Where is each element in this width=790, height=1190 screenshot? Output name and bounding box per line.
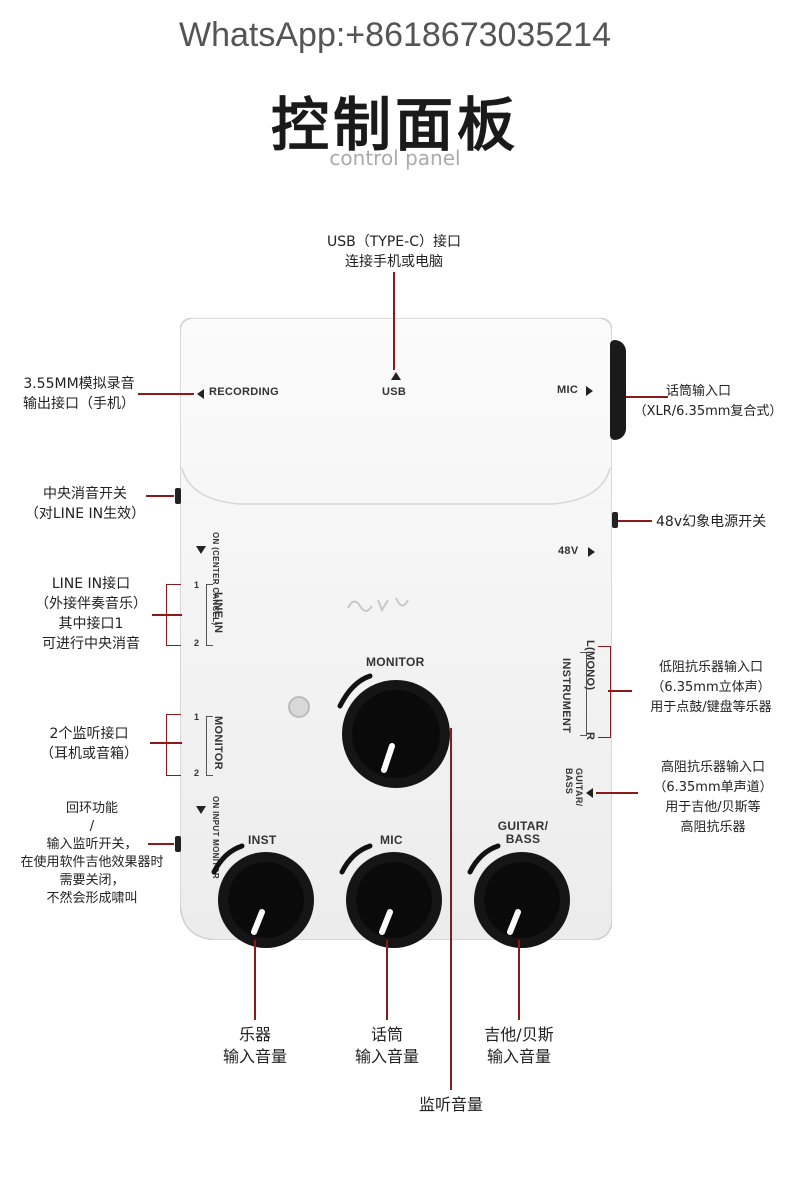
callout-monitor-vol: 监听音量 <box>418 1095 483 1114</box>
phantom-leader <box>618 520 652 522</box>
callout-hi-z: 高阻抗乐器输入口（6.35mm单声道）用于吉他/贝斯等高阻抗乐器 <box>653 760 773 835</box>
led-indicator <box>288 696 310 718</box>
knob-mic-label: MIC <box>380 833 403 847</box>
low-z-leader <box>608 690 632 692</box>
center-cancel-label: ON (CENTER CANCEL) <box>211 532 220 626</box>
guitar-bass-jack-label: GUITAR/ BASS <box>564 768 584 807</box>
input-monitor-switch[interactable] <box>175 836 181 852</box>
monitor-vol-leader <box>450 728 452 1090</box>
phantom-switch[interactable] <box>612 512 618 528</box>
brand-logo-mark <box>342 594 422 616</box>
page-title: 控制面板 <box>270 91 519 159</box>
callout-inst-vol: 乐器输入音量 <box>222 1025 287 1066</box>
center-leader <box>146 495 174 497</box>
center-cancel-arrow-icon <box>196 546 206 554</box>
guitar-bass-knob[interactable] <box>466 842 576 952</box>
knob-guitar-label: GUITAR/BASS <box>497 819 549 846</box>
usb-arrow-icon <box>391 372 401 380</box>
callout-mic-in: 话筒输入口（XLR/6.35mm复合式） <box>633 384 783 419</box>
inst-vol-leader <box>254 940 256 1020</box>
mic-vol-leader <box>386 940 388 1020</box>
callout-center: 中央消音开关（对LINE IN生效） <box>24 486 146 522</box>
line-in-ch1[interactable]: 1 <box>194 580 200 590</box>
line-in-ch2[interactable]: 2 <box>194 638 200 648</box>
mic-knob[interactable] <box>338 842 448 952</box>
monitor-bracket <box>206 716 213 776</box>
callout-monitor-out: 2个监听接口（耳机或音箱） <box>40 726 138 762</box>
low-z-bracket <box>598 646 611 738</box>
center-cancel-switch[interactable] <box>175 488 181 504</box>
callout-mic-vol: 话筒输入音量 <box>354 1025 419 1066</box>
mic-xlr-jack[interactable] <box>610 340 626 440</box>
recording-arrow-icon <box>197 389 204 399</box>
callout-usb: USB（TYPE-C）接口连接手机或电脑 <box>327 234 461 270</box>
phantom-label: 48V <box>558 545 579 557</box>
monitor-knob[interactable] <box>336 672 452 788</box>
instrument-label: INSTRUMENT <box>560 658 572 734</box>
recording-leader <box>138 393 194 395</box>
line-in-label: LINE IN <box>212 592 224 634</box>
guitar-vol-leader <box>518 940 520 1020</box>
knob-inst-label: INST <box>248 833 277 847</box>
monitor-out-bracket <box>166 714 181 776</box>
mic-jack-arrow-icon <box>586 386 593 396</box>
mic-in-leader <box>626 396 668 398</box>
callout-loopback: 回环功能/输入监听开关，在使用软件吉他效果器时需要关闭，不然会形成啸叫 <box>20 801 164 906</box>
usb-leader <box>393 272 395 370</box>
page-subtitle: control panel <box>329 146 461 170</box>
callout-guitar-vol: 吉他/贝斯输入音量 <box>484 1025 554 1066</box>
line-in-bracket-ext <box>166 584 181 646</box>
input-monitor-arrow-icon <box>196 806 206 814</box>
instrument-bracket <box>580 652 587 736</box>
monitor-ch2[interactable]: 2 <box>194 768 200 778</box>
device-body <box>180 318 612 940</box>
contact-watermark: WhatsApp:+8618673035214 <box>179 16 611 54</box>
usb-label[interactable]: USB <box>382 386 407 398</box>
inst-knob[interactable] <box>210 842 320 952</box>
monitor-ch1[interactable]: 1 <box>194 712 200 722</box>
line-in-leader <box>152 614 182 616</box>
recording-label: RECORDING <box>209 386 279 398</box>
callout-phantom: 48v幻象电源开关 <box>656 514 767 530</box>
mic-jack-label: MIC <box>557 384 579 396</box>
hi-z-leader <box>596 792 638 794</box>
monitor-port-label: MONITOR <box>212 716 224 770</box>
callout-recording: 3.55MM模拟录音输出接口（手机） <box>23 376 135 412</box>
phantom-arrow-icon <box>588 547 595 557</box>
guitar-bass-arrow-icon <box>586 788 593 798</box>
knob-monitor-label: MONITOR <box>366 655 425 669</box>
line-in-bracket <box>206 584 213 646</box>
loopback-leader <box>148 843 174 845</box>
callout-low-z: 低阻抗乐器输入口（6.35mm立体声）用于点鼓/键盘等乐器 <box>650 660 772 715</box>
